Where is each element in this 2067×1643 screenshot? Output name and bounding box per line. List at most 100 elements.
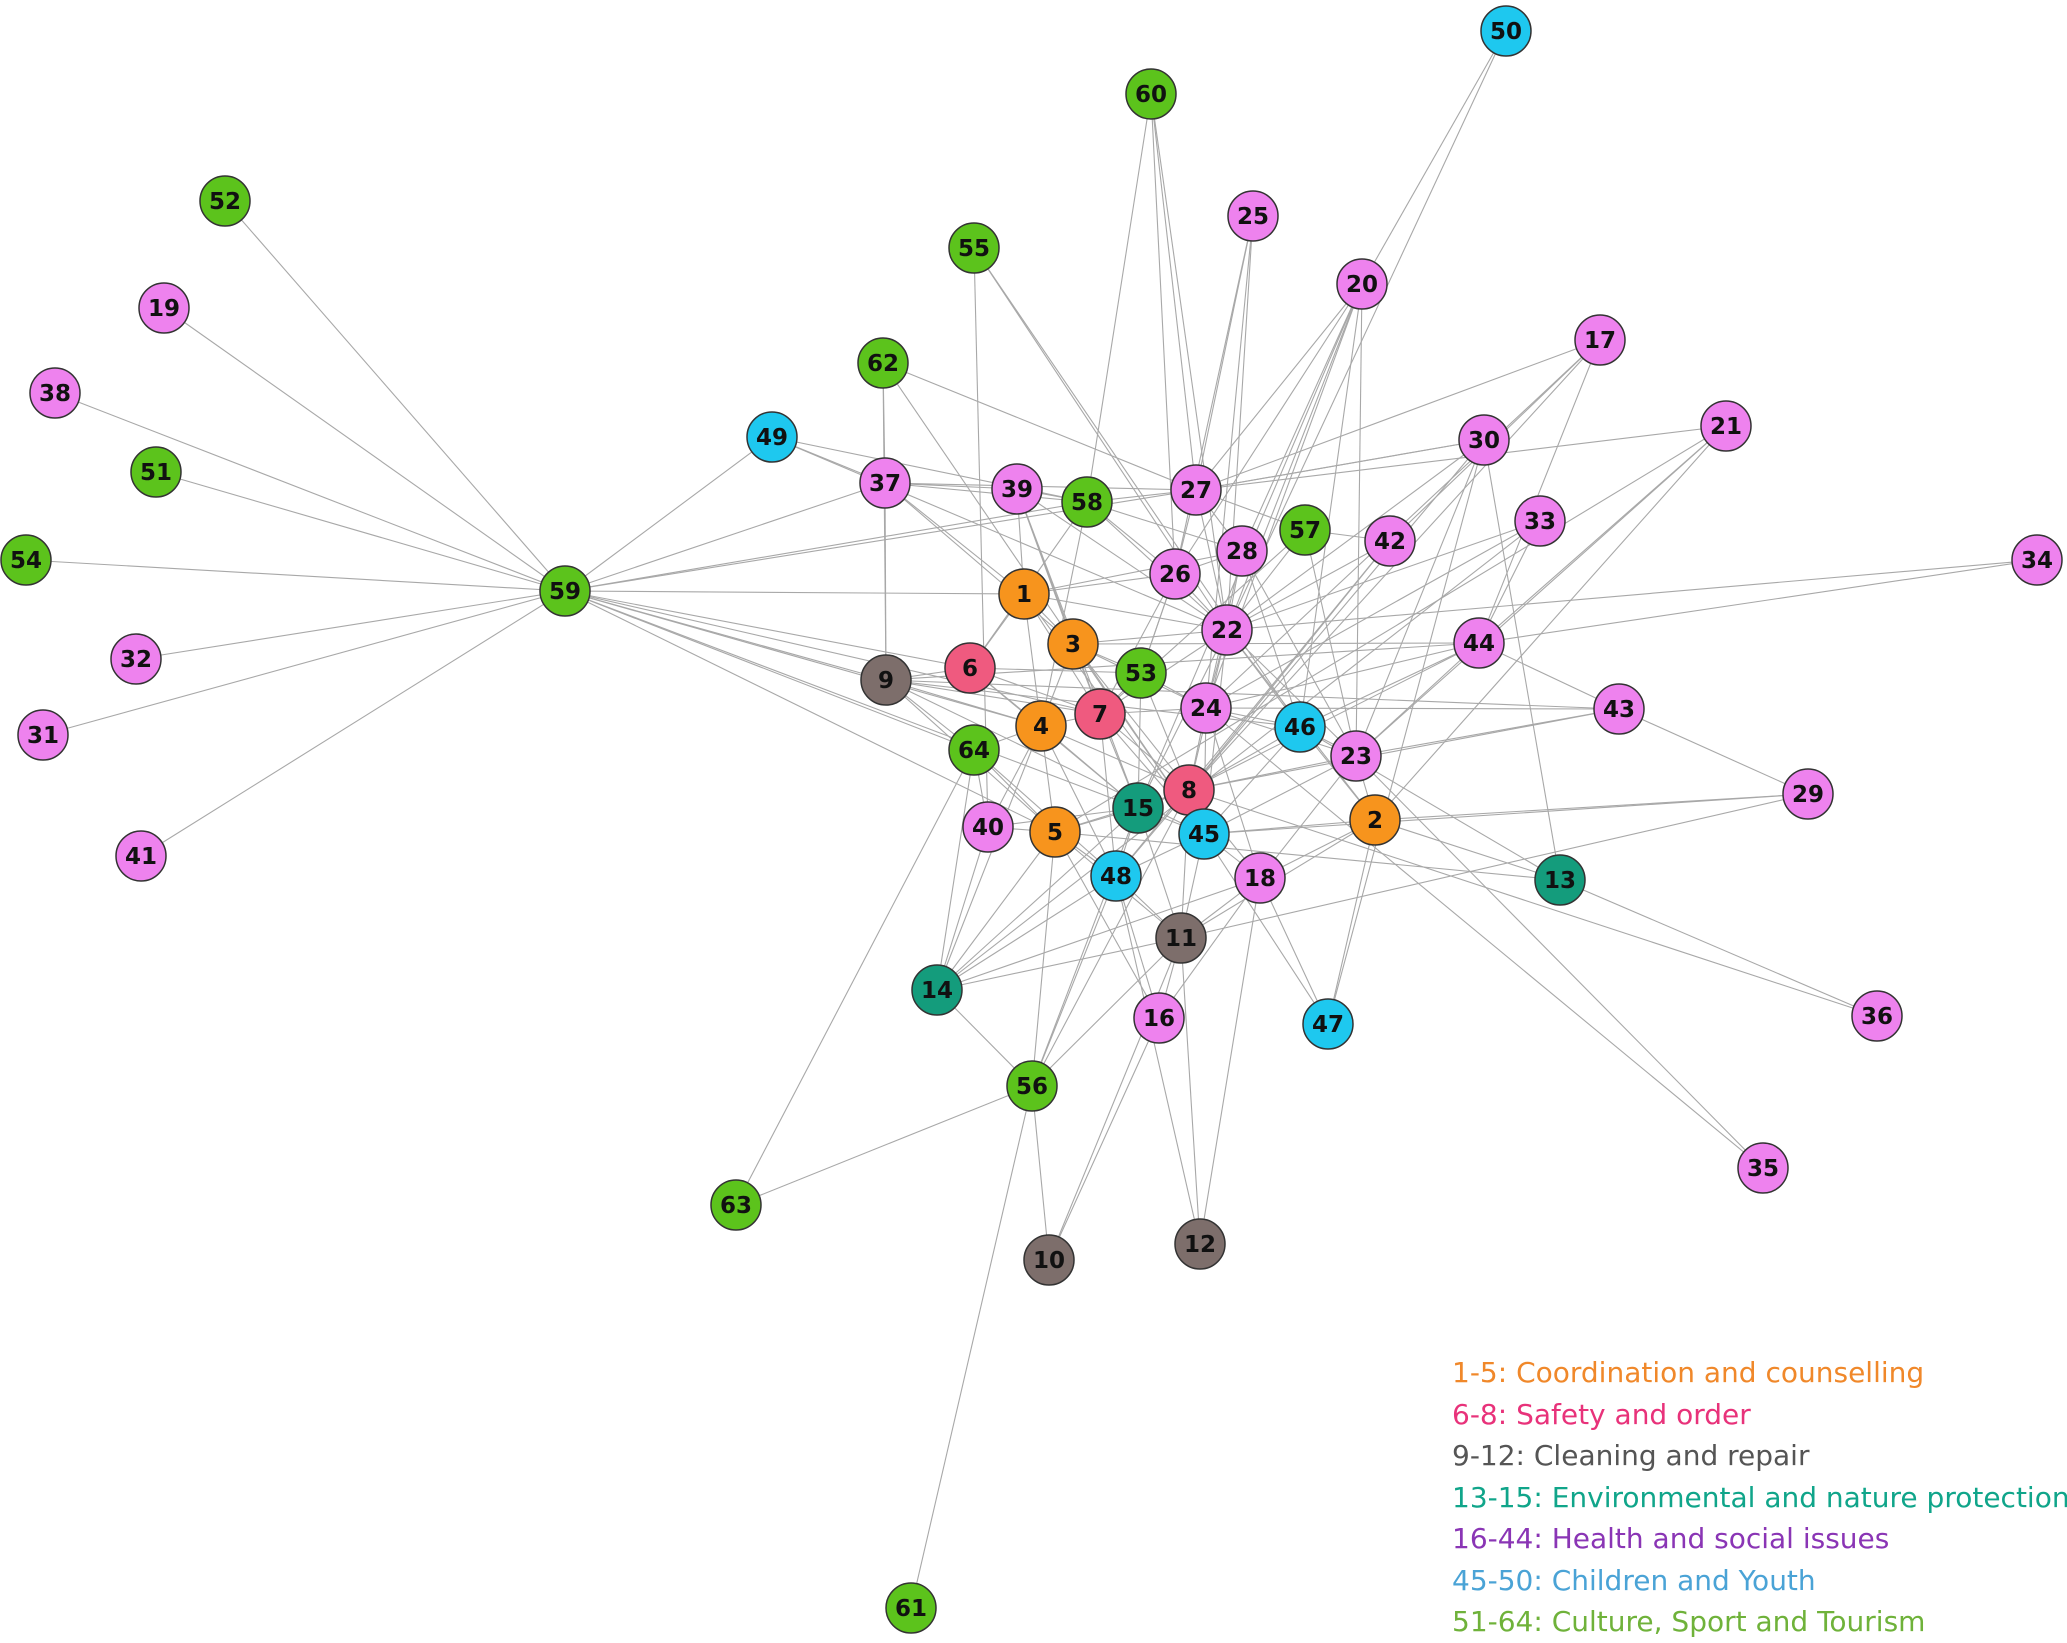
edge-43-8 (1188, 708, 1620, 791)
edge-44-24 (1205, 642, 1480, 709)
node-circle-60 (1125, 68, 1177, 120)
node-55: 55 (948, 222, 1000, 274)
node-circle-23 (1330, 730, 1382, 782)
node-53: 53 (1115, 647, 1167, 699)
node-40: 40 (962, 801, 1014, 853)
node-label-37: 37 (869, 471, 901, 497)
node-label-19: 19 (148, 296, 180, 322)
node-5: 5 (1029, 806, 1081, 858)
node-circle-16 (1133, 992, 1185, 1044)
node-46: 46 (1274, 701, 1326, 753)
node-43: 43 (1593, 683, 1645, 735)
node-38: 38 (29, 367, 81, 419)
edge-13-30 (1483, 439, 1561, 881)
node-label-5: 5 (1047, 820, 1063, 846)
edge-26-7 (1099, 573, 1176, 715)
nodes-layer: 1234567891011121314151617181920212223242… (0, 5, 2063, 1634)
node-12: 12 (1174, 1218, 1226, 1270)
node-circle-41 (115, 830, 167, 882)
edge-43-29 (1618, 708, 1809, 795)
node-label-53: 53 (1125, 661, 1157, 687)
edge-44-43 (1478, 642, 1620, 710)
node-circle-61 (885, 1582, 937, 1634)
node-circle-37 (859, 457, 911, 509)
edge-34-22 (1226, 559, 2038, 631)
node-label-58: 58 (1071, 490, 1103, 516)
node-label-52: 52 (209, 189, 241, 215)
node-41: 41 (115, 830, 167, 882)
node-label-23: 23 (1340, 744, 1372, 770)
node-circle-24 (1180, 682, 1232, 734)
edge-23-8 (1188, 755, 1357, 791)
node-label-54: 54 (10, 548, 42, 574)
node-label-40: 40 (972, 815, 1004, 841)
legend-item-safety: 6-8: Safety and order (1452, 1397, 1751, 1431)
node-circle-43 (1593, 683, 1645, 735)
node-57: 57 (1279, 504, 1331, 556)
edge-23-45 (1203, 755, 1357, 835)
node-circle-46 (1274, 701, 1326, 753)
legend-item-cleaning: 9-12: Cleaning and repair (1452, 1439, 1810, 1472)
edge-28-46 (1241, 550, 1301, 728)
edge-62-27 (882, 362, 1197, 491)
edge-48-12 (1115, 875, 1201, 1245)
node-label-46: 46 (1284, 715, 1316, 741)
edge-16-10 (1048, 1017, 1160, 1261)
node-15: 15 (1112, 782, 1164, 834)
edge-4-48 (1040, 725, 1117, 877)
node-27: 27 (1170, 464, 1222, 516)
node-label-62: 62 (867, 351, 899, 377)
node-circle-63 (710, 1179, 762, 1231)
node-label-49: 49 (756, 425, 788, 451)
edge-20-27 (1195, 283, 1363, 491)
edge-20-23 (1355, 283, 1363, 757)
edge-21-2 (1374, 425, 1727, 821)
edge-59-51 (155, 471, 566, 592)
edge-59-5 (564, 590, 1056, 833)
edge-59-58 (564, 501, 1088, 592)
node-8: 8 (1163, 764, 1215, 816)
node-circle-56 (1006, 1060, 1058, 1112)
edge-20-22 (1226, 283, 1363, 631)
node-circle-25 (1227, 190, 1279, 242)
edge-12-18 (1199, 877, 1261, 1245)
edge-35-23 (1355, 755, 1764, 1169)
node-circle-27 (1170, 464, 1222, 516)
edge-64-14 (936, 749, 975, 991)
edge-34-44 (1478, 559, 2038, 644)
edge-59-54 (25, 559, 566, 592)
node-circle-64 (948, 724, 1000, 776)
node-label-25: 25 (1237, 204, 1269, 230)
edge-56-61 (910, 1085, 1033, 1609)
node-label-8: 8 (1181, 778, 1197, 804)
edge-56-63 (735, 1085, 1033, 1206)
edge-58-4 (1040, 501, 1088, 727)
node-label-45: 45 (1188, 822, 1220, 848)
node-circle-52 (199, 175, 251, 227)
edge-11-14 (936, 937, 1182, 991)
edge-64-63 (735, 749, 975, 1206)
node-56: 56 (1006, 1060, 1058, 1112)
edge-59-37 (564, 482, 886, 592)
legend-item-coordination: 1-5: Coordination and counselling (1452, 1356, 1925, 1389)
node-circle-11 (1155, 912, 1207, 964)
edge-33-22 (1226, 520, 1541, 631)
edge-22-23 (1226, 629, 1357, 757)
node-label-34: 34 (2021, 548, 2053, 574)
edge-59-6 (564, 590, 971, 669)
node-31: 31 (17, 709, 69, 761)
edge-11-56 (1031, 937, 1182, 1087)
node-label-42: 42 (1374, 529, 1406, 555)
node-circle-35 (1737, 1142, 1789, 1194)
edge-37-1 (884, 482, 1025, 595)
node-circle-14 (911, 964, 963, 1016)
edge-49-22 (771, 436, 1228, 631)
edge-2-45 (1203, 819, 1376, 835)
node-2: 2 (1349, 794, 1401, 846)
node-circle-45 (1178, 808, 1230, 860)
edge-45-47 (1203, 833, 1329, 1025)
edge-43-24 (1205, 707, 1620, 710)
node-circle-10 (1023, 1234, 1075, 1286)
node-49: 49 (746, 411, 798, 463)
